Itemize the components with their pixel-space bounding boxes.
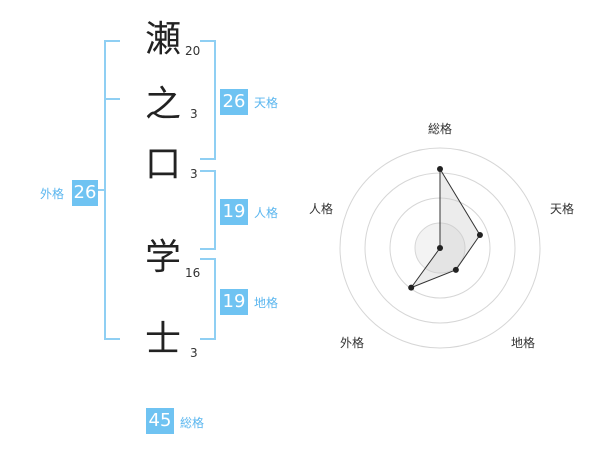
soukaku-label: 総格 (180, 416, 205, 430)
tenkaku-label: 天格 (254, 96, 279, 110)
stroke-count-4: 16 (185, 266, 201, 280)
stroke-count-1: 20 (185, 44, 201, 58)
radar-ring (339, 147, 541, 349)
jinkaku-value: 19 (220, 199, 248, 225)
name-char-5: 士 (144, 319, 181, 360)
radar-axis-label-chikaku: 地格 (511, 336, 536, 350)
name-char-4: 学 (144, 237, 181, 278)
radar-point (437, 166, 443, 172)
gaikaku-mid-tick (104, 98, 120, 100)
stroke-count-2: 3 (190, 107, 198, 121)
radar-axis-label-jinkaku: 人格 (309, 202, 334, 216)
radar-axis-label-gaikaku: 外格 (340, 336, 365, 350)
stroke-count-3: 3 (190, 167, 198, 181)
soukaku-value: 45 (146, 408, 174, 434)
gaikaku-value: 26 (72, 180, 98, 206)
name-char-3: 口 (144, 144, 181, 185)
jinkaku-label: 人格 (254, 206, 279, 220)
radar-polygon (409, 167, 481, 289)
radar-point (408, 284, 415, 291)
gaikaku-connector (98, 189, 106, 191)
tenkaku-bracket (200, 40, 216, 160)
tenkaku-value: 26 (220, 89, 248, 115)
radar-axis-label-soukaku: 総格 (428, 122, 453, 136)
radar-axis-label-tenkaku: 天格 (550, 202, 575, 216)
jinkaku-bracket (200, 170, 216, 250)
name-char-2: 之 (144, 84, 181, 125)
radar-point (437, 245, 443, 251)
radar-point (476, 232, 483, 239)
radar-point (452, 266, 459, 273)
chikaku-label: 地格 (254, 296, 279, 310)
stroke-count-5: 3 (190, 346, 198, 360)
name-char-1: 瀬 (144, 19, 181, 60)
chikaku-value: 19 (220, 289, 248, 315)
gaikaku-label: 外格 (40, 187, 65, 201)
chikaku-bracket (200, 258, 216, 340)
